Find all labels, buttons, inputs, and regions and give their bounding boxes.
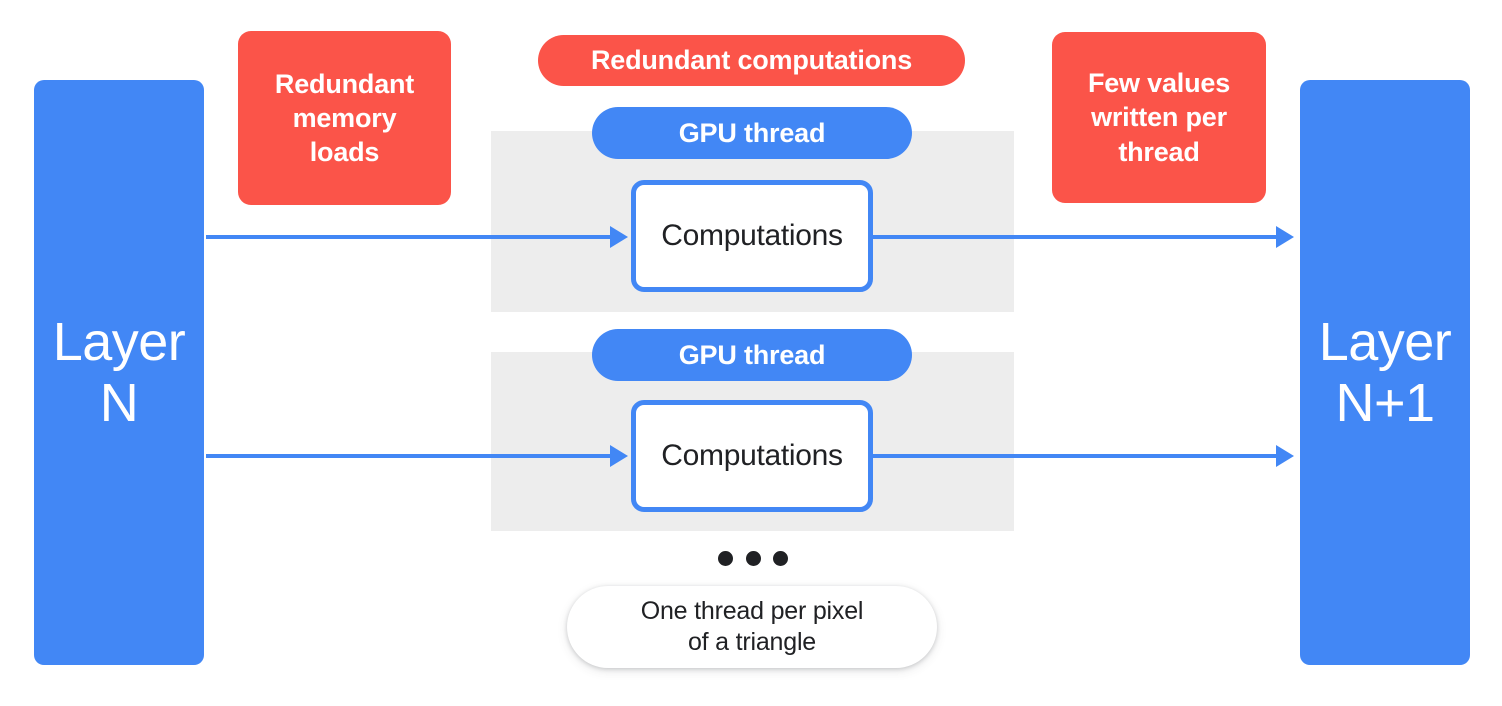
computations-box-1: Computations [631,180,873,292]
arrow-in-thread-1-head-icon [610,226,628,248]
ellipsis-dot [718,550,733,566]
callout-redundant-computations: Redundant computations [538,35,965,86]
caption-one-thread-per-pixel: One thread per pixel of a triangle [567,586,937,668]
arrow-in-thread-2-line [206,454,618,458]
arrow-out-thread-2-head-icon [1276,445,1294,467]
callout-few-values-written: Few values written per thread [1052,32,1266,203]
ellipsis-more-threads-icon [718,550,788,566]
arrow-in-thread-1-line [206,235,618,239]
arrow-out-thread-2-line [872,454,1284,458]
layer-n-plus-1-label: Layer N+1 [1318,312,1452,433]
ellipsis-dot [745,550,761,566]
ellipsis-dot [773,550,788,566]
arrow-out-thread-1-line [872,235,1284,239]
arrow-in-thread-2-head-icon [610,445,628,467]
layer-n-plus-1-box: Layer N+1 [1300,80,1470,665]
layer-n-label: Layer N [52,312,186,433]
callout-redundant-memory-loads: Redundant memory loads [238,31,451,205]
layer-n-box: Layer N [34,80,204,665]
computations-box-2: Computations [631,400,873,512]
gpu-thread-pill-1: GPU thread [592,107,912,159]
gpu-thread-pill-2: GPU thread [592,329,912,381]
arrow-out-thread-1-head-icon [1276,226,1294,248]
